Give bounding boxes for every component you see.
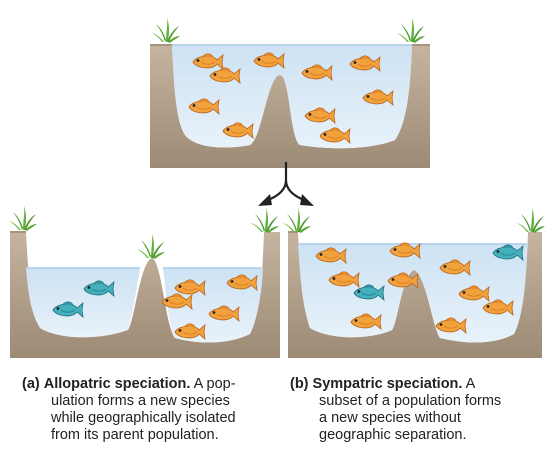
grass-icon [517,208,545,233]
caption-text: subset of a population forms [319,393,502,409]
grass-icon [283,208,311,233]
caption-text: while geographically isolated [51,410,236,426]
grass-icon [397,18,425,43]
caption-text: A pop- [190,376,236,392]
parent-pond [150,18,430,168]
caption-text: geographic separation. [319,427,467,443]
grass-icon [251,208,279,233]
grass-icon [152,18,180,43]
branching-arrow-icon [258,162,314,206]
caption-title: Sympatric speciation. [312,376,463,392]
caption-text: from its parent population. [51,427,219,443]
caption-text: ulation forms a new species [51,393,230,409]
caption-text: a new species without [319,410,461,426]
grass-icon [137,234,165,259]
caption-allopatric: (a) Allopatric speciation. A pop- ulatio… [22,376,272,444]
grass-icon [9,206,37,231]
caption-tag: (a) [22,376,40,392]
caption-text: A [462,376,476,392]
speciation-diagram [9,18,545,358]
caption-sympatric: (b) Sympatric speciation. A subset of a … [290,376,540,444]
caption-tag: (b) [290,376,309,392]
caption-title: Allopatric speciation. [43,376,191,392]
